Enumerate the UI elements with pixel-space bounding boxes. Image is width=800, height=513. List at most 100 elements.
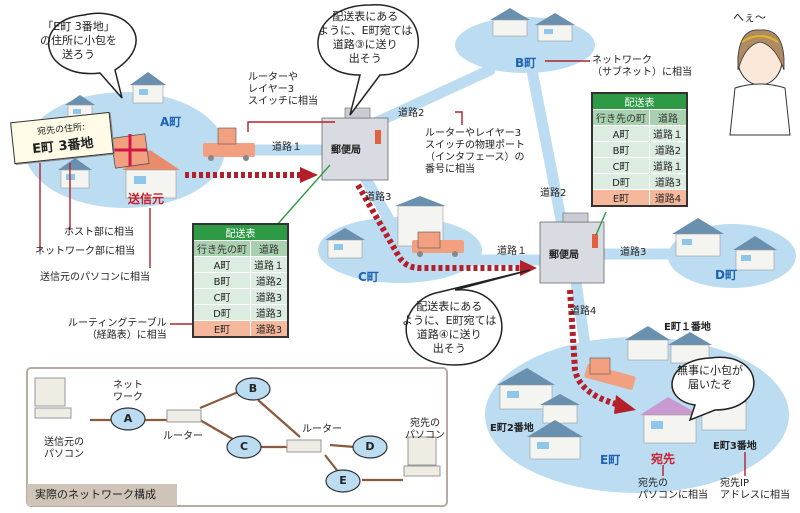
table-row: B町道路2 bbox=[192, 272, 289, 289]
e2-label: E町2番地 bbox=[490, 423, 534, 434]
router1-speech-text: 配送表にある ように、E町宛ては 道路③に送り 出そう bbox=[318, 10, 412, 66]
bubble-line: ように、E町宛ては bbox=[402, 314, 497, 327]
subnet-annotation: ネットワーク （サブネット）に相当 bbox=[592, 55, 692, 79]
table-cell: D町 bbox=[591, 173, 650, 190]
network-node-a bbox=[110, 407, 146, 431]
table-row: C町道路3 bbox=[192, 288, 289, 305]
sender-pc-annotation: 送信元のパソコンに相当 bbox=[40, 272, 150, 283]
destination-house-icon bbox=[640, 397, 700, 444]
table-cell: C町 bbox=[192, 288, 251, 305]
table-header: 道路 bbox=[250, 240, 289, 257]
annotation-line: アドレスに相当 bbox=[720, 490, 790, 501]
house-icon bbox=[625, 326, 670, 361]
post-office-2-icon bbox=[539, 212, 605, 284]
destination-speech-bubble bbox=[671, 356, 755, 422]
truck-icon bbox=[203, 127, 255, 161]
router-icon bbox=[286, 439, 322, 453]
annotation-line: スイッチに相当 bbox=[248, 96, 318, 107]
road-router2-e bbox=[569, 269, 591, 351]
router2-speech-bubble bbox=[405, 269, 531, 366]
road-label: 道路１ bbox=[272, 142, 302, 153]
network-node-c bbox=[226, 435, 262, 459]
route-arrow-icon bbox=[300, 167, 318, 183]
annotation-line: ルーターやレイヤー3 bbox=[425, 128, 522, 139]
house-icon bbox=[535, 13, 575, 42]
network-diagram bbox=[26, 367, 448, 507]
table-cell: 道路１ bbox=[250, 256, 289, 273]
town-d-label: D町 bbox=[715, 268, 737, 282]
annotation-line: 番号に相当 bbox=[425, 164, 475, 175]
node-a-label: A bbox=[123, 412, 133, 425]
table-row-highlighted: E町道路3 bbox=[192, 320, 289, 338]
table-header: 行き先の町 bbox=[192, 240, 251, 257]
bubble-line: 配送表にある bbox=[416, 300, 483, 313]
table-cell: 道路１ bbox=[649, 157, 688, 174]
router2-speech-text: 配送表にある ように、E町宛ては 道路④に送り 出そう bbox=[402, 300, 496, 356]
table-cell: B町 bbox=[591, 141, 650, 158]
label-line: パソコン bbox=[44, 449, 84, 460]
dest-ip-annotation: 宛先IP アドレスに相当 bbox=[720, 478, 790, 502]
post-office-1-label: 郵便局 bbox=[331, 145, 361, 156]
sender-speech-bubble bbox=[47, 12, 137, 99]
road-label: 道路3 bbox=[365, 192, 392, 203]
network-label: ネット ワーク bbox=[113, 380, 143, 404]
post-office-1-icon bbox=[321, 107, 389, 181]
bubble-line: ように、E町宛ては bbox=[318, 24, 413, 37]
dest-pc-icon bbox=[407, 436, 437, 466]
post-office-2-label: 郵便局 bbox=[549, 250, 579, 261]
annotation-line: （サブネット）に相当 bbox=[592, 67, 692, 78]
table-cell: D町 bbox=[192, 304, 251, 321]
node-b-label: B bbox=[248, 382, 258, 395]
bubble-line: 出そう bbox=[348, 52, 382, 65]
e1-label: E町１番地 bbox=[664, 322, 711, 333]
table-header: 行き先の町 bbox=[591, 109, 650, 126]
node-c-label: C bbox=[239, 440, 249, 453]
sender-speech-text: 「E町 3番地」 の住所に小包を 送ろう bbox=[40, 20, 117, 62]
table-row: C町道路１ bbox=[591, 157, 688, 174]
truck-icon bbox=[412, 231, 464, 257]
house-icon bbox=[130, 72, 166, 104]
annotation-line: 宛先の bbox=[638, 478, 668, 489]
table-row: B町道路2 bbox=[591, 141, 688, 158]
table-cell: E町 bbox=[591, 189, 650, 207]
bubble-line: 無事に小包が bbox=[677, 364, 743, 377]
annotation-lines bbox=[39, 60, 746, 476]
delivery-route bbox=[185, 172, 621, 408]
house-icon bbox=[733, 236, 777, 271]
house-icon bbox=[540, 394, 580, 424]
town-b-label: B町 bbox=[515, 56, 537, 70]
road-label: 道路１ bbox=[497, 246, 527, 257]
label-line: ネット bbox=[113, 380, 143, 391]
table-header: 道路 bbox=[649, 109, 688, 126]
house-icon bbox=[527, 420, 583, 460]
truck-icon bbox=[584, 357, 636, 390]
label-line: 宛先の bbox=[410, 418, 440, 429]
network-diagram-caption: 実際のネットワーク構成 bbox=[27, 484, 177, 506]
annotation-line: スイッチの物理ポート bbox=[425, 140, 525, 151]
annotation-line: レイヤー3 bbox=[248, 84, 295, 95]
table-cell: 道路3 bbox=[649, 173, 688, 190]
table-row: D町道路3 bbox=[591, 173, 688, 190]
table-cell: E町 bbox=[192, 320, 251, 338]
router-1-label: ルーター bbox=[163, 431, 203, 442]
character-exclamation: へぇ〜 bbox=[733, 11, 766, 24]
routing-table-2: 配送表 行き先の町道路 A町道路１ B町道路2 C町道路１ D町道路3 E町道路… bbox=[591, 92, 688, 207]
routing-table-1: 配送表 行き先の町道路 A町道路１ B町道路2 C町道路3 D町道路3 E町道路… bbox=[192, 223, 289, 338]
network-node-d bbox=[352, 435, 388, 459]
destination-speech-text: 無事に小包が 届いたぞ bbox=[677, 364, 743, 392]
town-a-label: A町 bbox=[160, 115, 182, 129]
table-row-highlighted: E町道路4 bbox=[591, 189, 688, 207]
router-2-label: ルーター bbox=[302, 424, 342, 435]
table-cell: 道路3 bbox=[250, 288, 289, 305]
road-label: 道路2 bbox=[540, 188, 567, 199]
bubble-line: 送ろう bbox=[62, 48, 95, 61]
table-cell: 道路3 bbox=[250, 320, 289, 338]
table-cell: A町 bbox=[591, 125, 650, 142]
host-part-annotation: ホスト部に相当 bbox=[64, 227, 134, 238]
table-cell: B町 bbox=[192, 272, 251, 289]
node-d-label: D bbox=[365, 440, 375, 453]
route-arrow-icon bbox=[614, 395, 636, 414]
town-e-label: E町 bbox=[600, 453, 621, 467]
bubble-line: 「E町 3番地」 bbox=[42, 20, 115, 33]
